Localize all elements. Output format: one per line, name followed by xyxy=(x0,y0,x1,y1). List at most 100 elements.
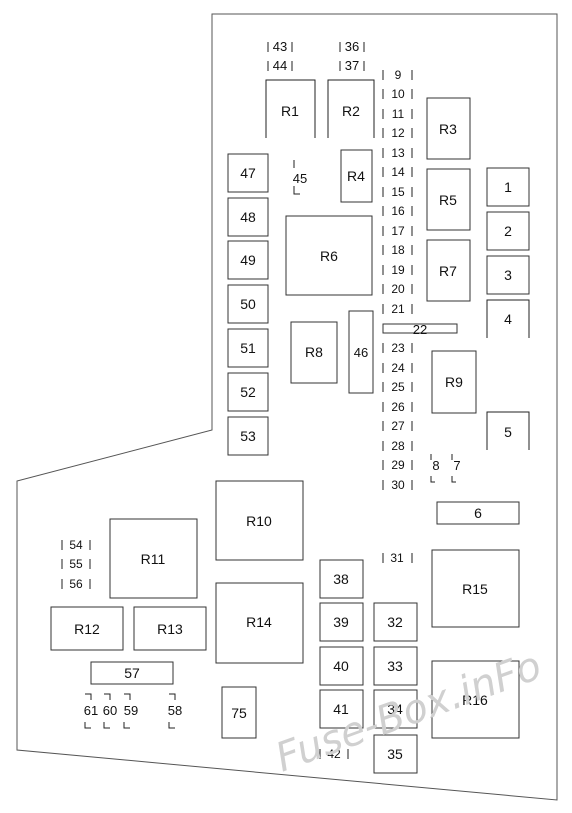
fuse-29: 29 xyxy=(391,458,405,472)
fuse-3: 3 xyxy=(504,267,512,283)
fuse-26: 26 xyxy=(391,400,405,414)
fuse-58-61-slots xyxy=(84,693,176,729)
relay-r8: R8 xyxy=(305,344,323,360)
fuse-59: 59 xyxy=(124,703,138,718)
fuse-1-box xyxy=(486,167,530,207)
slot-brackets-top xyxy=(267,42,365,71)
fuse-57: 57 xyxy=(124,665,140,681)
fuse-57-box xyxy=(90,661,174,685)
fuse-35-box xyxy=(373,734,418,774)
fuse-52-box xyxy=(227,372,269,412)
relay-r13: R13 xyxy=(157,621,183,637)
fuse-18: 18 xyxy=(391,243,405,257)
fuse-37: 37 xyxy=(345,58,359,73)
relay-r8-box xyxy=(290,321,338,384)
fuse-10: 10 xyxy=(391,87,405,101)
fuse-61: 61 xyxy=(84,703,98,718)
relay-r11-box xyxy=(109,518,198,599)
fuse-33: 33 xyxy=(387,658,403,674)
fuse-11: 11 xyxy=(392,107,405,121)
relay-r7-box xyxy=(426,239,471,302)
fuse-30: 30 xyxy=(391,478,405,492)
fuse-47-box xyxy=(227,153,269,193)
fuse-5: 5 xyxy=(504,424,512,440)
fuse-51: 51 xyxy=(240,340,256,356)
fuse-43: 43 xyxy=(273,39,287,54)
fuse-4-box xyxy=(486,299,530,338)
fuse-6: 6 xyxy=(474,505,482,521)
fuse-25: 25 xyxy=(391,380,405,394)
relay-r12-box xyxy=(50,606,124,651)
fuse-40: 40 xyxy=(333,658,349,674)
fuse-41: 41 xyxy=(333,701,349,717)
fuse-14: 14 xyxy=(391,165,405,179)
relay-r12: R12 xyxy=(74,621,100,637)
fuse-31-slot xyxy=(382,553,413,563)
fuse-7-8-slots xyxy=(430,454,456,483)
relay-r6: R6 xyxy=(320,248,338,264)
relay-r2: R2 xyxy=(342,103,360,119)
fuse-33-box xyxy=(373,646,418,686)
fuse-51-box xyxy=(227,328,269,368)
fuse-49-box xyxy=(227,240,269,280)
fuse-23: 23 xyxy=(391,341,405,355)
relay-r10-box xyxy=(215,480,304,561)
fuse-9: 9 xyxy=(395,68,402,82)
relay-r3-box xyxy=(426,97,471,160)
fuse-48: 48 xyxy=(240,209,256,225)
fuse-36: 36 xyxy=(345,39,359,54)
relay-r1: R1 xyxy=(281,103,299,119)
fuse-17: 17 xyxy=(391,224,405,238)
fuse-1: 1 xyxy=(504,179,512,195)
fuse-13: 13 xyxy=(391,146,405,160)
small-fuse-column: 9 10 11 12 13 14 15 16 17 18 19 20 21 23… xyxy=(382,68,413,492)
fuse-53-box xyxy=(227,416,269,456)
fuse-40-box xyxy=(319,646,364,686)
fuse-12: 12 xyxy=(391,126,405,140)
fuse-39: 39 xyxy=(333,614,349,630)
fuse-box-outline xyxy=(16,13,558,801)
fuse-19: 19 xyxy=(391,263,405,277)
fuse-15: 15 xyxy=(391,185,405,199)
fuse-60: 60 xyxy=(103,703,117,718)
fuse-44: 44 xyxy=(273,58,287,73)
fuse-22-box xyxy=(382,323,458,334)
relay-r5-box xyxy=(426,168,471,231)
fuse-8: 8 xyxy=(432,458,439,473)
relay-r4-box xyxy=(340,149,373,203)
fuse-7: 7 xyxy=(453,458,460,473)
fuse-46: 46 xyxy=(354,345,368,360)
fuse-49: 49 xyxy=(240,252,256,268)
fuse-16: 16 xyxy=(391,204,405,218)
fuse-22: 22 xyxy=(413,322,427,337)
fuse-42-slot xyxy=(319,749,349,759)
relay-r5: R5 xyxy=(439,192,457,208)
fuse-39-box xyxy=(319,602,364,642)
fuse-46-box xyxy=(348,310,374,394)
fuse-32-box xyxy=(373,602,418,642)
relay-r2-box xyxy=(327,79,375,138)
fuse-45-slot xyxy=(293,160,300,195)
fuse-2-box xyxy=(486,211,530,251)
fuse-56: 56 xyxy=(69,577,83,591)
fuse-34: 34 xyxy=(387,701,403,717)
relay-r7: R7 xyxy=(439,263,457,279)
fuse-21: 21 xyxy=(391,302,405,316)
relay-r16-box xyxy=(431,660,520,739)
fuse-34-box xyxy=(373,689,418,729)
fuse-50: 50 xyxy=(240,296,256,312)
fuse-24: 24 xyxy=(391,361,405,375)
relay-r6-box xyxy=(285,215,373,296)
fuse-28: 28 xyxy=(391,439,405,453)
fuse-58: 58 xyxy=(168,703,182,718)
fuse-55: 55 xyxy=(69,557,83,571)
relay-r15: R15 xyxy=(462,581,488,597)
fuse-75-box xyxy=(221,686,257,739)
fuse-27: 27 xyxy=(391,419,405,433)
relay-r15-box xyxy=(431,549,520,628)
relay-r13-box xyxy=(133,606,207,651)
relay-r9: R9 xyxy=(445,374,463,390)
fuse-20: 20 xyxy=(391,282,405,296)
fuse-3-box xyxy=(486,255,530,295)
